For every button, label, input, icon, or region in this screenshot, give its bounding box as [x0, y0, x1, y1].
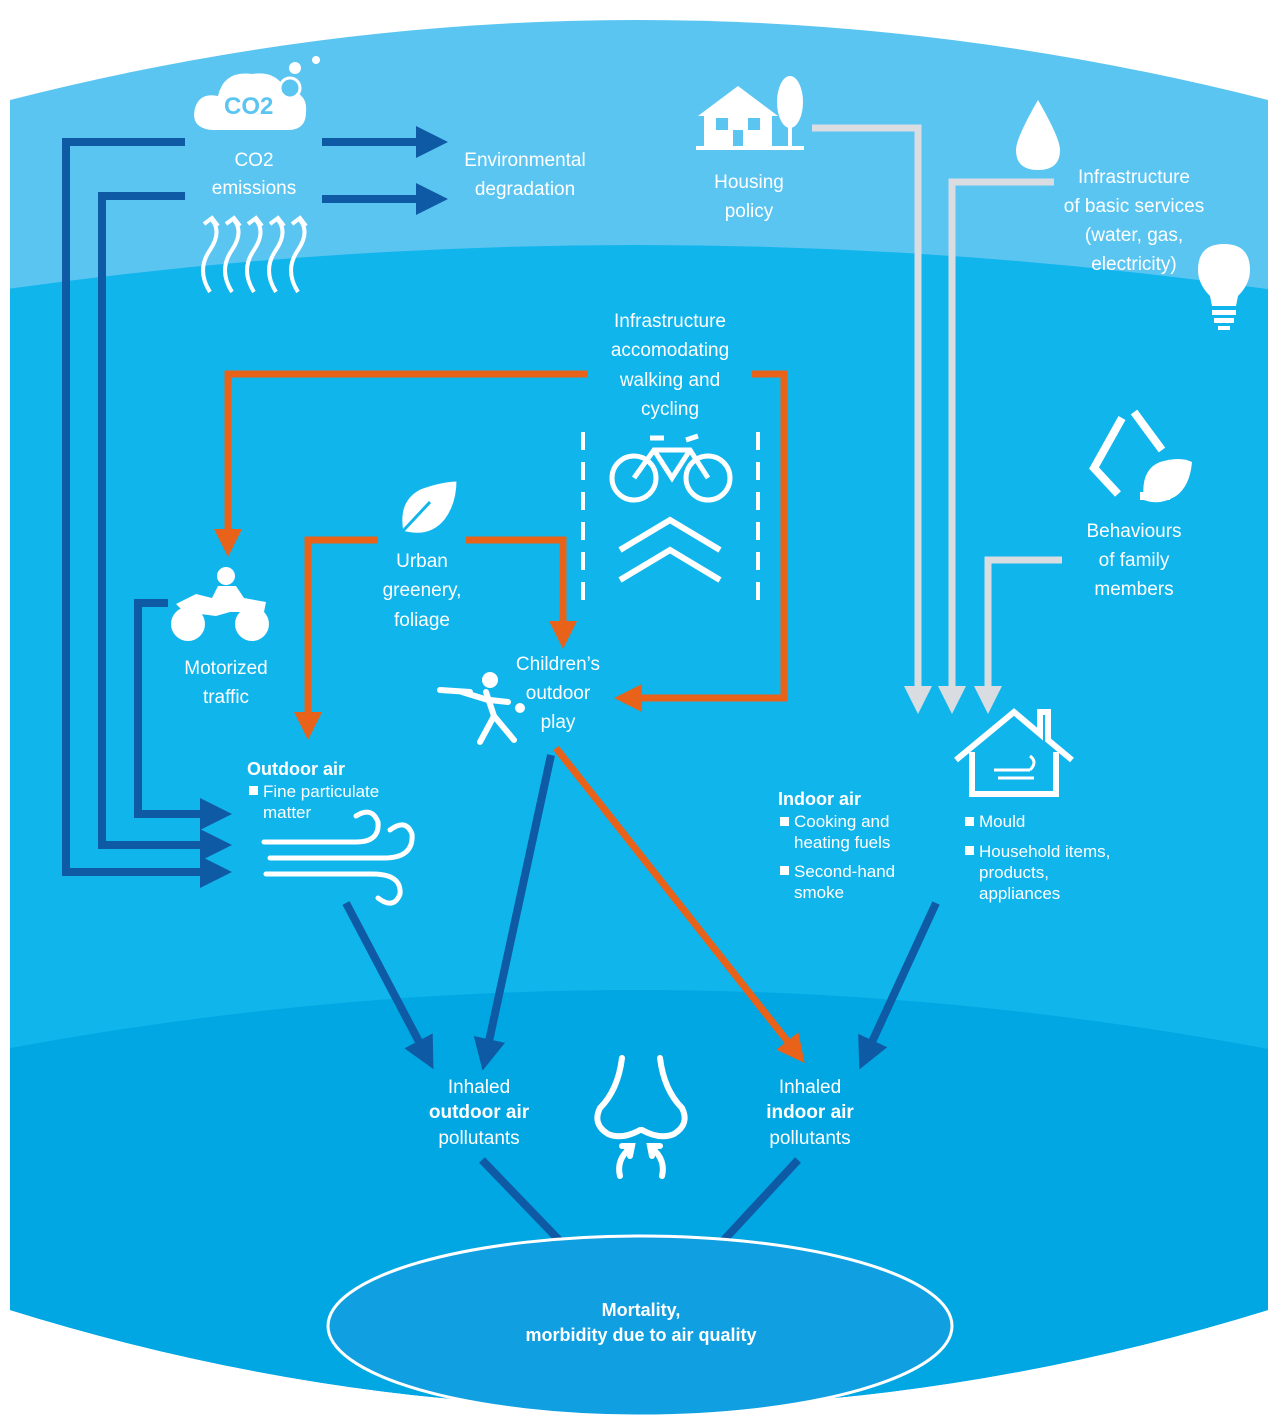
infra-label-3: (water, gas, — [1085, 225, 1183, 246]
mortality-ellipse — [326, 1234, 954, 1418]
co2-label-2: emissions — [212, 178, 296, 199]
indoor-air-title: Indoor air — [778, 789, 861, 809]
indoor-item-2b: smoke — [794, 883, 844, 902]
play-label-3: play — [541, 712, 576, 733]
household-label-1: Household items, — [979, 842, 1110, 861]
mould-label: Mould — [979, 812, 1025, 831]
arrow-green-outdoor — [294, 536, 378, 740]
housing-label-2: policy — [725, 201, 774, 222]
indoor-house-icon — [954, 708, 1074, 797]
green-label-3: foliage — [394, 610, 450, 631]
co2-label-1: CO2 — [234, 150, 273, 171]
arrow-co2-outdoor-1 — [62, 138, 232, 888]
child-play-icon — [437, 672, 525, 745]
behaviour-label-1: Behaviours — [1086, 521, 1181, 542]
mortality-label-1: Mortality, — [602, 1300, 681, 1320]
arrow-outdoor-inhaled — [342, 901, 434, 1070]
bullets — [249, 786, 974, 875]
nose-icon — [594, 1055, 688, 1179]
motor-vehicle-icon — [171, 567, 269, 641]
bike-lane-icon — [581, 432, 760, 612]
green-label-1: Urban — [396, 551, 448, 572]
traffic-label-2: traffic — [203, 687, 249, 708]
heat-waves-icon — [201, 215, 308, 294]
arrow-green-play — [466, 536, 577, 649]
chevrons-icon — [618, 516, 722, 583]
inhaled-out-label-2: outdoor air — [429, 1102, 530, 1123]
play-label-2: outdoor — [526, 683, 591, 704]
behaviour-label-3: members — [1094, 579, 1173, 600]
arrow-indoor-inhaled — [858, 901, 940, 1070]
arrow-infra-home — [938, 178, 1054, 714]
infra-label-1: Infrastructure — [1078, 167, 1190, 188]
outdoor-item-1a: Fine particulate — [263, 782, 379, 801]
recycle-leaf-icon — [1143, 459, 1192, 503]
traffic-label-1: Motorized — [184, 658, 267, 679]
mortality-label-2: morbidity due to air quality — [525, 1325, 756, 1345]
walk-label-2: accomodating — [611, 340, 729, 361]
inhaled-in-label-3: pollutants — [769, 1128, 850, 1149]
arrow-housing-home — [812, 124, 932, 714]
arrow-walk-play — [614, 370, 788, 712]
wind-icon — [261, 809, 415, 906]
leaf-icon — [399, 478, 460, 536]
indoor-item-1b: heating fuels — [794, 833, 890, 852]
arrow-traffic-outdoor — [134, 599, 232, 830]
env-label-1: Environmental — [464, 150, 585, 171]
arrow-walk-traffic — [214, 370, 588, 557]
infra-label-2: of basic services — [1064, 196, 1204, 217]
inhaled-in-label-1: Inhaled — [779, 1077, 841, 1098]
dark-arrows — [62, 126, 940, 1280]
bicycle-icon — [609, 433, 733, 503]
lightbulb-icon — [1198, 244, 1250, 330]
outdoor-air-title: Outdoor air — [247, 759, 345, 779]
walk-label-4: cycling — [641, 399, 699, 420]
walk-label-1: Infrastructure — [614, 311, 726, 332]
env-label-2: degradation — [475, 179, 575, 200]
outdoor-item-1b: matter — [263, 803, 312, 822]
indoor-item-2a: Second-hand — [794, 862, 895, 881]
behaviour-label-2: of family — [1099, 550, 1170, 571]
arrow-play-inhaled-in — [553, 745, 805, 1063]
walk-label-3: walking and — [619, 370, 720, 391]
arrow-co2-outdoor-2 — [98, 192, 232, 861]
inhaled-out-label-3: pollutants — [438, 1128, 519, 1149]
infra-label-4: electricity) — [1091, 254, 1177, 275]
house-icon — [696, 76, 804, 150]
water-drop-icon — [1016, 100, 1060, 170]
band-bottom — [10, 990, 1268, 1408]
household-label-2: products, — [979, 863, 1049, 882]
cloud-icon: CO2 — [194, 56, 320, 130]
arrow-play-inhaled-out — [473, 754, 555, 1071]
orange-arrows — [214, 370, 805, 1063]
grey-arrows — [812, 124, 1062, 714]
indoor-item-1a: Cooking and — [794, 812, 889, 831]
inhaled-in-label-2: indoor air — [766, 1102, 854, 1123]
arrow-behaviour-home — [974, 556, 1062, 714]
play-label-1: Children’s — [516, 654, 600, 675]
housing-label-1: Housing — [714, 172, 784, 193]
cloud-label: CO2 — [224, 93, 273, 120]
green-label-2: greenery, — [383, 580, 462, 601]
household-label-3: appliances — [979, 884, 1060, 903]
inhaled-out-label-1: Inhaled — [448, 1077, 510, 1098]
